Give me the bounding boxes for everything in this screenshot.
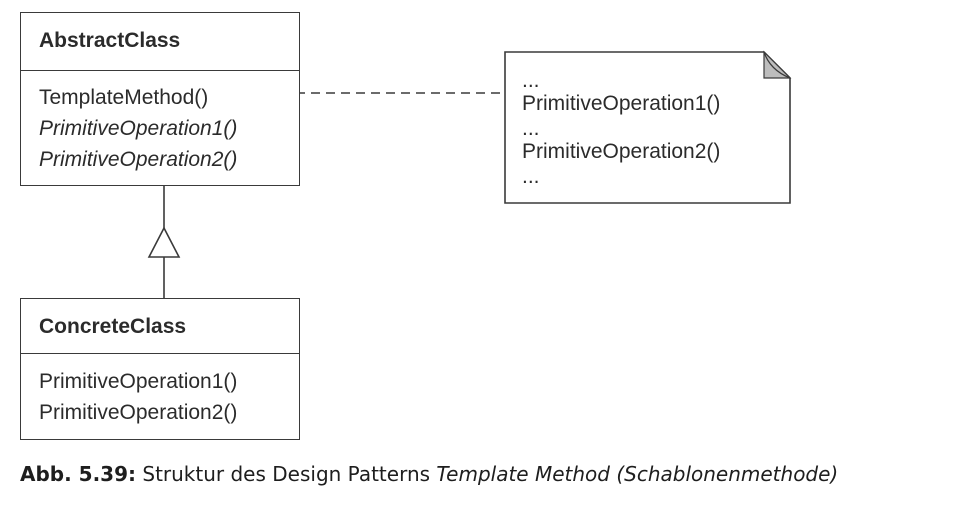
note-fold-corner [763,50,792,79]
note-line-ellipsis: ... [522,69,540,92]
note-line-operation-2: PrimitiveOperation2() [522,140,721,163]
operation-template-method: TemplateMethod() [39,86,209,109]
operation-primitive-2: PrimitiveOperation2() [39,401,238,424]
note-box [504,51,791,204]
operation-primitive-1: PrimitiveOperation1() [39,370,238,393]
abstract-class-box: AbstractClass TemplateMethod() Primitive… [20,12,300,186]
note-line-ellipsis: ... [522,117,540,140]
concrete-class-name: ConcreteClass [21,299,299,354]
operation-primitive-1: PrimitiveOperation1() [39,117,238,140]
note-line-operation-1: PrimitiveOperation1() [522,92,721,115]
abstract-class-operations: TemplateMethod() PrimitiveOperation1() P… [21,71,299,175]
caption-italic-text: Template Method (Schablonenmethode) [436,462,839,486]
figure-caption: Abb. 5.39: Struktur des Design Patterns … [20,462,838,486]
concrete-class-box: ConcreteClass PrimitiveOperation1() Prim… [20,298,300,440]
abstract-class-name: AbstractClass [21,13,299,71]
concrete-class-operations: PrimitiveOperation1() PrimitiveOperation… [21,354,299,428]
inheritance-triangle [147,226,181,258]
figure-number: Abb. 5.39: [20,462,137,486]
note-line-ellipsis: ... [522,165,540,188]
note-fold-curl [763,51,791,79]
caption-text: Struktur des Design Patterns [136,462,437,486]
operation-primitive-2: PrimitiveOperation2() [39,148,238,171]
